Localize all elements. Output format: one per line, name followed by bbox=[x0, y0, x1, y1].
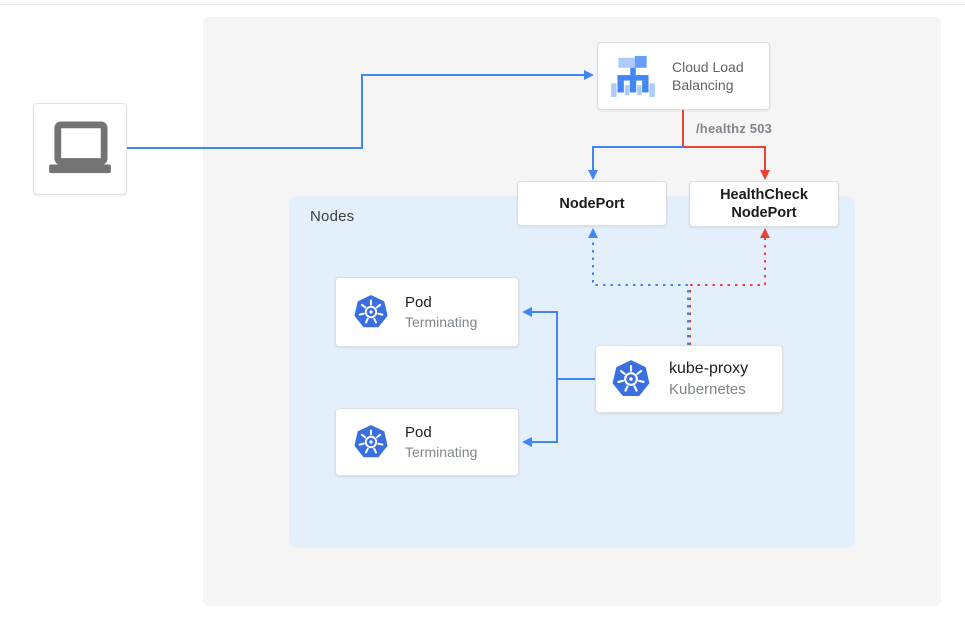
pod-2-labels: Pod Terminating bbox=[405, 423, 477, 462]
healthz-status-label: /healthz 503 bbox=[696, 121, 773, 136]
pod-1-card: Pod Terminating bbox=[335, 277, 519, 347]
kube-proxy-title: kube-proxy bbox=[669, 360, 749, 377]
pod-1-status: Terminating bbox=[405, 313, 478, 330]
kube-proxy-labels: kube-proxy Kubernetes bbox=[669, 358, 748, 400]
pod-1-title: Pod bbox=[405, 293, 432, 311]
kubeproxy-to-healthcheck-dotted-connector bbox=[689, 228, 770, 345]
nodeport-card: NodePort bbox=[517, 181, 667, 226]
kubernetes-icon bbox=[611, 359, 651, 399]
loadbalancer-to-healthcheck-connector bbox=[682, 110, 770, 180]
kubeproxy-to-pod1-connector bbox=[522, 307, 595, 380]
kubeproxy-to-nodeport-dotted-connector bbox=[588, 228, 689, 345]
nodes-group-label: Nodes bbox=[310, 208, 355, 225]
load-balancer-icon bbox=[611, 55, 655, 97]
healthcheck-nodeport-card: HealthCheck NodePort bbox=[689, 181, 839, 227]
kubernetes-icon bbox=[353, 294, 389, 330]
loadbalancer-to-nodeport-connector bbox=[588, 146, 683, 180]
cloud-load-balancing-label: Cloud Load Balancing bbox=[672, 59, 744, 93]
pod-2-card: Pod Terminating bbox=[335, 408, 519, 476]
kubeproxy-to-pod2-connector bbox=[522, 379, 558, 447]
healthcheck-nodeport-label: HealthCheck NodePort bbox=[720, 187, 808, 221]
top-divider bbox=[0, 4, 965, 5]
kube-proxy-card: kube-proxy Kubernetes bbox=[595, 345, 783, 413]
pod-2-status: Terminating bbox=[405, 443, 478, 460]
nodeport-label: NodePort bbox=[559, 195, 625, 212]
kubernetes-icon bbox=[353, 424, 389, 460]
laptop-icon bbox=[45, 121, 115, 177]
pod-1-labels: Pod Terminating bbox=[405, 293, 477, 332]
client-to-loadbalancer-connector bbox=[127, 70, 594, 149]
cloud-load-balancing-card: Cloud Load Balancing bbox=[597, 42, 770, 110]
client-device-card bbox=[33, 103, 127, 195]
kube-proxy-subtitle: Kubernetes bbox=[669, 381, 746, 398]
pod-2-title: Pod bbox=[405, 423, 432, 441]
